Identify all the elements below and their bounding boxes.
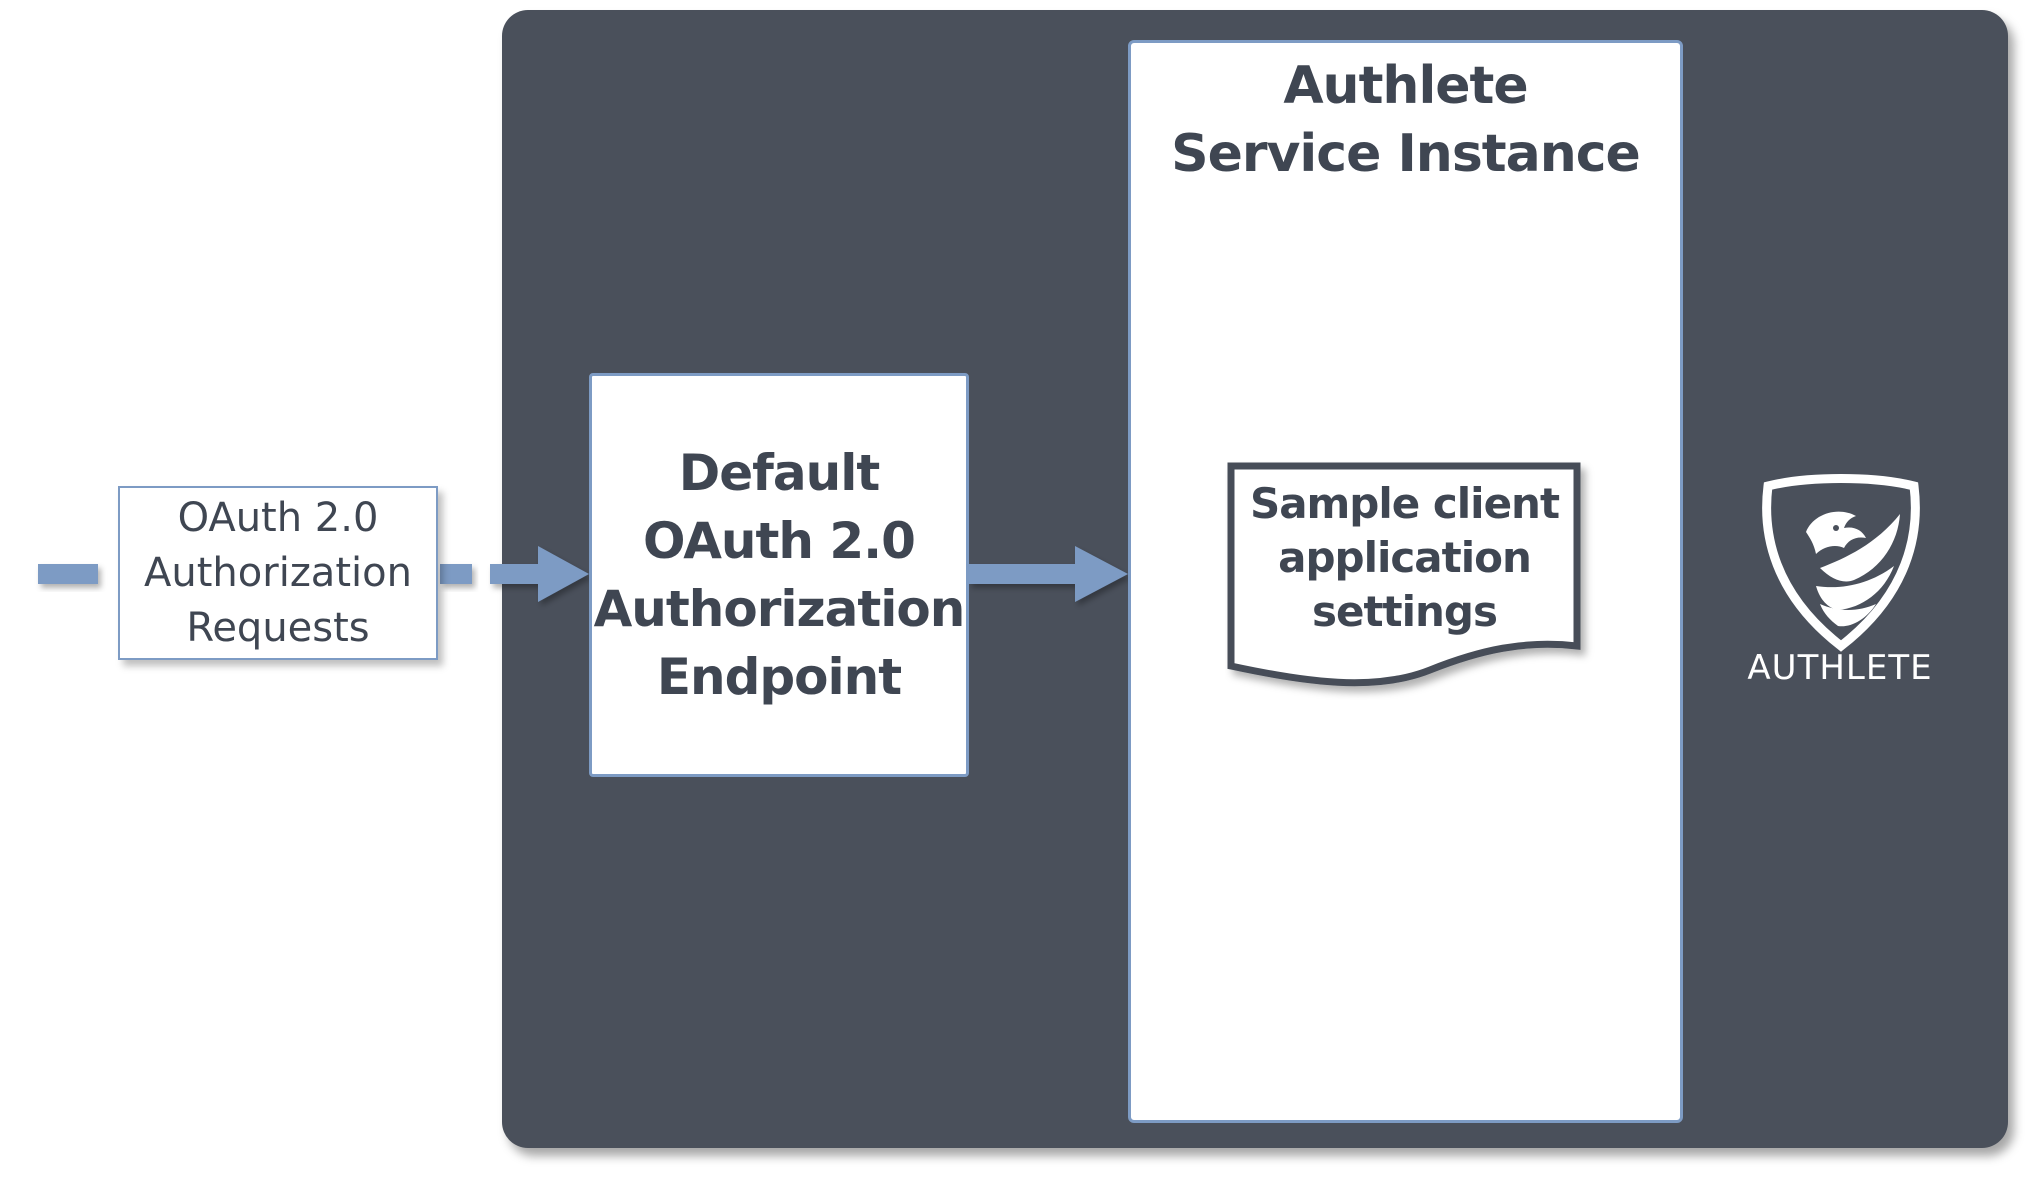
dash-segment	[440, 564, 472, 584]
service-title-line: Authlete	[1283, 56, 1528, 116]
endpoint-line: Endpoint	[656, 648, 902, 706]
request-line: OAuth 2.0	[177, 494, 379, 541]
request-line: Authorization	[144, 549, 412, 596]
settings-line: Sample client	[1249, 479, 1560, 528]
griffin-shield-icon	[1762, 474, 1920, 652]
request-line: Requests	[186, 604, 370, 651]
client-settings-label: Sample client application settings	[1232, 477, 1577, 639]
endpoint-line: Default	[678, 444, 881, 502]
authlete-logo-text: AUTHLETE	[1747, 648, 1933, 688]
request-to-endpoint-arrow	[490, 546, 589, 602]
service-title-line: Service Instance	[1171, 124, 1641, 184]
settings-line: settings	[1312, 587, 1498, 636]
settings-line: application	[1278, 533, 1532, 582]
authorization-requests-box: OAuth 2.0 Authorization Requests	[118, 486, 438, 660]
endpoint-line: OAuth 2.0	[643, 512, 916, 570]
dash-segment	[38, 564, 98, 584]
endpoint-line: Authorization	[593, 580, 966, 638]
endpoint-to-service-arrow	[969, 546, 1128, 602]
settings-document-shape	[1227, 462, 1581, 687]
service-instance-title: Authlete Service Instance	[1128, 52, 1683, 188]
authorization-endpoint-box: Default OAuth 2.0 Authorization Endpoint	[589, 373, 969, 777]
